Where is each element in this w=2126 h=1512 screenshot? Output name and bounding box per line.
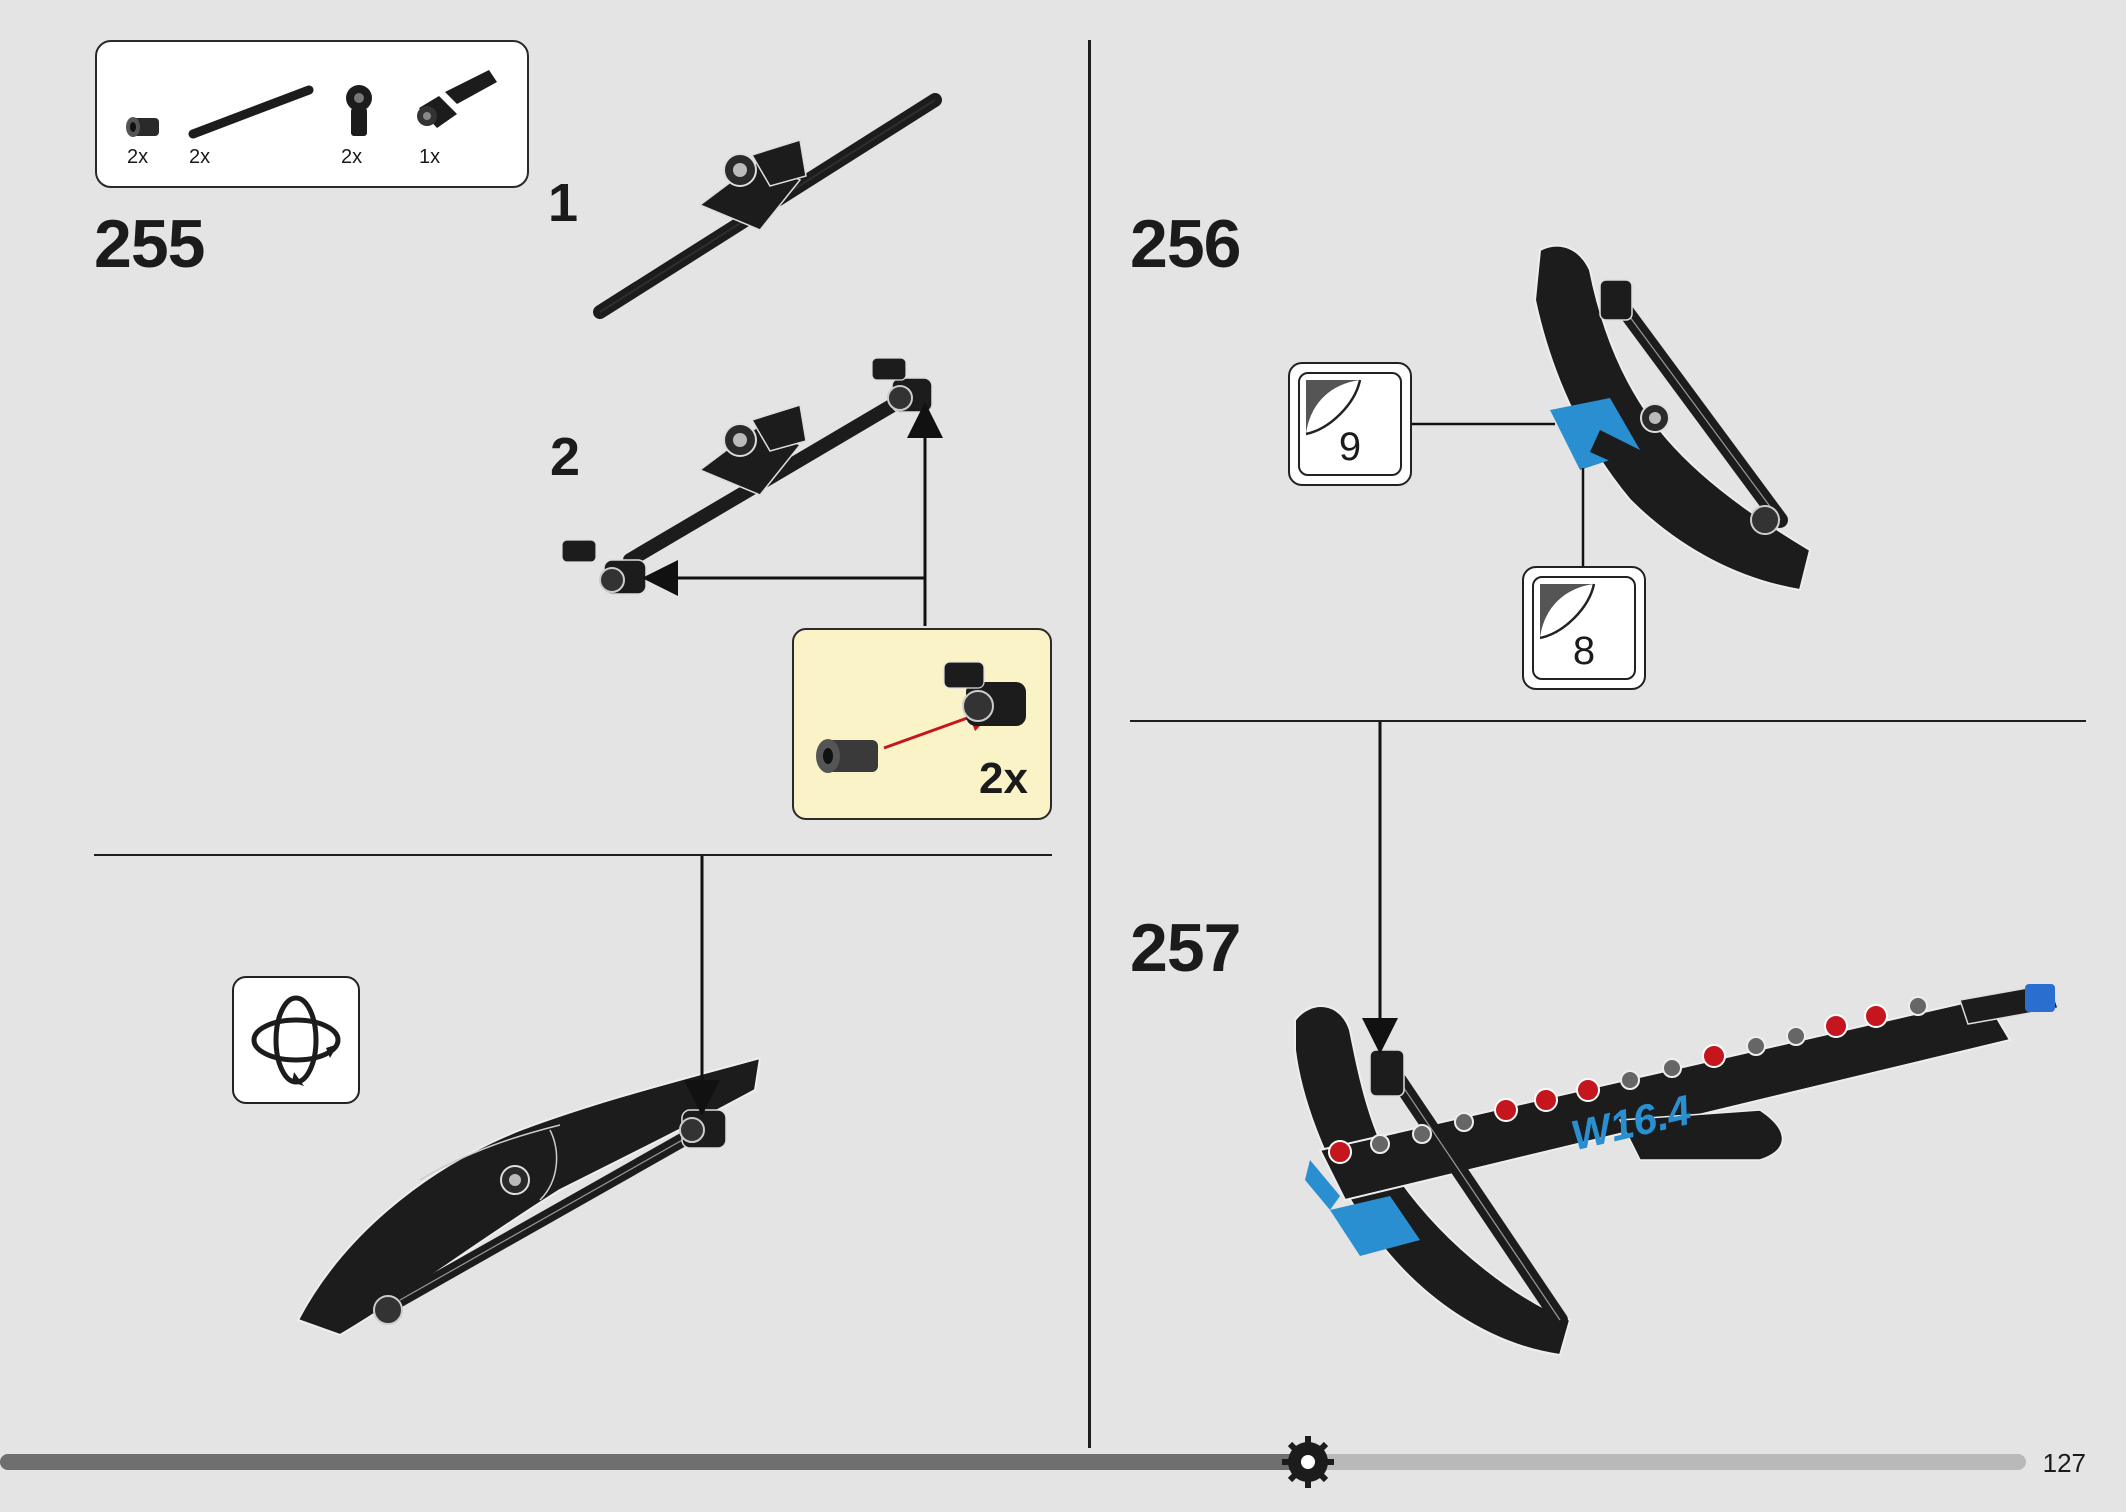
axle-pin-icon: [816, 739, 878, 773]
part-qty: 2x: [189, 146, 211, 168]
sticker-9: 9: [1288, 362, 1412, 486]
step-257-model: W16.4: [1294, 722, 2059, 1357]
step-256-model: [1412, 244, 1812, 592]
horizontal-divider-left: [94, 854, 1052, 856]
progress-bar: [0, 1436, 2026, 1488]
gray-holes: [1370, 996, 1928, 1154]
parts-list-graphics: [126, 70, 497, 139]
substep-2-model: [561, 357, 943, 626]
vertical-divider: [1088, 40, 1091, 1448]
horizontal-divider-right: [1130, 720, 2086, 722]
step-number-255: 255: [94, 206, 205, 282]
sticker-icon: [1305, 379, 1362, 436]
rotate-icon: [251, 995, 341, 1086]
callout-graphics: [816, 661, 1026, 773]
progress-bar-fill: [0, 1454, 1310, 1470]
substep-number-1: 1: [548, 173, 579, 233]
part-qty: 2x: [127, 146, 149, 168]
step-255-result-model: [296, 856, 762, 1337]
rotate-model-indicator: [232, 976, 360, 1104]
callout-quantity: 2x: [979, 754, 1028, 803]
axle-connector-icon: [346, 85, 372, 136]
sticker-number: 8: [1572, 629, 1596, 673]
axle-pin-icon: [126, 117, 159, 137]
part-qty: 2x: [341, 146, 363, 168]
substep-number-2: 2: [550, 427, 581, 487]
parts-list-box: 2x 2x 2x 1x: [95, 40, 529, 188]
axle-connector-icon: [943, 661, 1026, 726]
part-qty: 1x: [419, 146, 441, 168]
sticker-icon: [1539, 583, 1596, 640]
sub-assembly-callout: 2x: [792, 628, 1052, 820]
blue-panel: [1330, 1196, 1420, 1256]
gear-icon: [1282, 1436, 1334, 1488]
step-number-257: 257: [1130, 910, 1241, 986]
sticker-number: 9: [1338, 425, 1362, 469]
sticker-8: 8: [1522, 566, 1646, 690]
page-number: 127: [2042, 1448, 2086, 1478]
substep-1-model: [593, 93, 942, 319]
red-studs: [1328, 1004, 1888, 1164]
long-axle-icon: [188, 85, 314, 139]
step-number-256: 256: [1130, 206, 1241, 282]
angle-connector-icon: [417, 70, 497, 128]
